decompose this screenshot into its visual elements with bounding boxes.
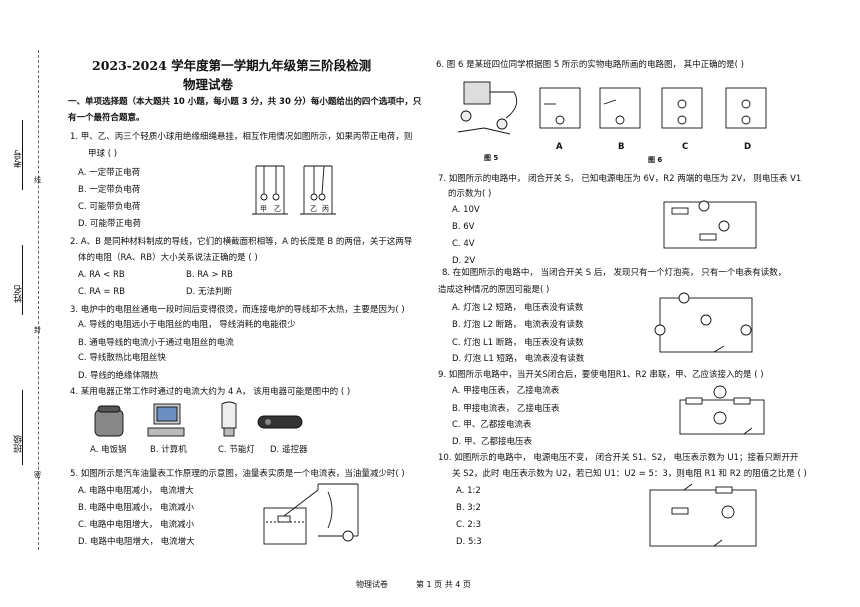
q8-stem1: 8. 在如图所示的电路中， 当闭合开关 S 后， 发现只有一个灯泡亮， 只有一个… xyxy=(442,268,787,278)
margin-kaohao: 考号 xyxy=(14,150,24,168)
q6-circuit-b xyxy=(599,87,641,129)
q7-stem1: 7. 如图所示的电路中， 闭合开关 S， 已知电源电压为 6V，R2 两端的电压… xyxy=(438,174,802,184)
q8-option-c: C. 灯泡 L1 断路， 电压表没有读数 xyxy=(452,338,584,348)
q6-label-d: D xyxy=(744,142,752,152)
page-subtitle: 物理试卷 xyxy=(183,77,234,92)
q2-option-c: C. RA = RB xyxy=(78,287,125,297)
q1-label-yi2: 乙 xyxy=(310,205,317,213)
q9-circuit-figure xyxy=(679,385,765,435)
q8-option-d: D. 灯泡 L1 短路， 电流表没有读数 xyxy=(452,354,585,364)
q1-label-jia: 甲 xyxy=(260,205,267,213)
q3-stem: 3. 电炉中的电阻丝通电一段时间后变得很烫，而连接电炉的导线却不太热，主要是因为… xyxy=(70,305,405,315)
q8-option-b: B. 灯泡 L2 断路， 电流表没有读数 xyxy=(452,320,584,330)
energy-saving-lamp-image xyxy=(221,401,237,437)
q3-option-b: B. 通电导线的电流小于通过电阻丝的电流 xyxy=(78,338,234,348)
q10-option-b: B. 3:2 xyxy=(456,503,481,513)
q3-option-a: A. 导线的电阻远小于电阻丝的电阻， 导线消耗的电能很少 xyxy=(78,320,296,330)
q4-option-b: B. 计算机 xyxy=(150,445,187,455)
q8-circuit-figure xyxy=(654,292,753,353)
q2-option-b: B. RA > RB xyxy=(186,270,233,280)
q9-option-a: A. 甲接电压表， 乙接电流表 xyxy=(452,386,560,396)
q10-stem2: 关 S2，此时 电压表示数为 U2，若已知 U1：U2 = 5：3，则电阻 R1… xyxy=(452,469,807,479)
q2-stem1: 2. A、B 是同种材料制成的导线，它们的横截面积相等，A 的长度是 B 的两倍… xyxy=(70,237,413,247)
margin-xingming: 姓名 xyxy=(14,285,24,303)
q7-option-c: C. 4V xyxy=(452,239,475,249)
q6-fig6-caption: 图 6 xyxy=(648,156,663,164)
q1-label-bing: 丙 xyxy=(322,205,329,213)
q8-stem2: 造成这种情况的原因可能是( ) xyxy=(438,285,550,295)
q6-circuit-a xyxy=(539,87,581,129)
q1-option-d: D. 可能带正电荷 xyxy=(78,219,141,229)
q7-option-b: B. 6V xyxy=(452,222,475,232)
q10-option-c: C. 2:3 xyxy=(456,520,482,530)
margin-feng: 封 xyxy=(34,326,41,334)
q2-option-a: A. RA < RB xyxy=(78,270,125,280)
section1-line2: 有一个最符合题意。 xyxy=(68,113,145,123)
q6-stem: 6. 图 6 是某班四位同学根据图 5 所示的实物电路所画的电路图， 其中正确的… xyxy=(436,60,744,70)
q3-option-d: D. 导线的绝缘体隔热 xyxy=(78,371,158,381)
q5-option-d: D. 电路中电阻增大， 电流增大 xyxy=(78,537,195,547)
q4-option-d: D. 遥控器 xyxy=(270,445,308,455)
margin-blank-line xyxy=(22,245,23,315)
q7-circuit-figure xyxy=(663,200,757,249)
q1-option-c: C. 可能带负电荷 xyxy=(78,202,141,212)
q4-stem: 4. 某用电器正常工作时通过的电流大约为 4 A， 该用电器可能是图中的 ( ) xyxy=(70,387,351,397)
footer-page-number: 第 1 页 共 4 页 xyxy=(416,580,471,589)
q7-option-a: A. 10V xyxy=(452,205,480,215)
q1-stem2: 甲球 ( ) xyxy=(88,149,118,159)
q5-stem: 5. 如图所示是汽车油量表工作原理的示意图，油量表实质是一个电流表，当油量减少时… xyxy=(70,469,405,479)
q2-stem2: 体的电阻（RA、RB）大小关系说法正确的是 ( ) xyxy=(78,253,258,263)
q10-circuit-figure xyxy=(649,483,757,547)
q10-option-a: A. 1:2 xyxy=(456,486,481,496)
q7-option-d: D. 2V xyxy=(452,256,476,266)
q9-option-c: C. 甲、乙都接电流表 xyxy=(452,420,532,430)
q1-pendulum-figure xyxy=(252,165,336,215)
q6-label-c: C xyxy=(682,142,689,152)
q5-fuel-gauge-figure xyxy=(263,483,359,545)
remote-control-image xyxy=(257,415,303,429)
q2-option-d: D. 无法判断 xyxy=(186,287,232,297)
q4-option-c: C. 节能灯 xyxy=(218,445,255,455)
margin-blank-line xyxy=(22,120,23,190)
footer-subject: 物理试卷 xyxy=(356,580,388,589)
margin-xian: 线 xyxy=(34,176,41,184)
q9-stem: 9. 如图所示电路中，当开关S闭合后，要使电阻R1、R2 串联，甲、乙应该接入的… xyxy=(438,370,764,380)
margin-mi: 密 xyxy=(34,471,41,479)
q9-option-d: D. 甲、乙都接电压表 xyxy=(452,437,532,447)
computer-image xyxy=(147,403,185,437)
q8-option-a: A. 灯泡 L2 短路， 电压表没有读数 xyxy=(452,303,584,313)
q1-stem1: 1. 甲、乙、丙三个轻质小球用绝缘细绳悬挂，相互作用情况如图所示，如果丙带正电荷… xyxy=(70,132,413,142)
q3-option-c: C. 导线散热比电阻丝快 xyxy=(78,353,166,363)
q4-option-a: A. 电饭锅 xyxy=(90,445,127,455)
q5-option-a: A. 电路中电阻减小， 电流增大 xyxy=(78,486,194,496)
rice-cooker-image xyxy=(94,405,124,437)
q10-option-d: D. 5:3 xyxy=(456,537,482,547)
q1-label-yi: 乙 xyxy=(274,205,281,213)
q5-option-b: B. 电路中电阻减小， 电流减小 xyxy=(78,503,194,513)
q6-circuit-d xyxy=(725,87,767,129)
q7-stem2: 的示数为( ) xyxy=(448,189,492,199)
q6-fig5-caption: 图 5 xyxy=(484,154,499,162)
q5-option-c: C. 电路中电阻增大， 电流减小 xyxy=(78,520,195,530)
q1-option-b: B. 一定带负电荷 xyxy=(78,185,141,195)
q6-fig5-circuit xyxy=(457,81,518,135)
section1-line1: 一、单项选择题（本大题共 10 小题，每小题 3 分，共 30 分）每小题给出的… xyxy=(68,97,422,107)
binding-dashed-line xyxy=(38,50,39,550)
margin-blank-line xyxy=(22,390,23,465)
q6-label-b: B xyxy=(618,142,625,152)
q10-stem1: 10. 如图所示的电路中， 电源电压不变， 闭合开关 S1、S2， 电压表示数为… xyxy=(438,453,799,463)
margin-banji: 班级 xyxy=(14,435,24,453)
q1-option-a: A. 一定带正电荷 xyxy=(78,168,141,178)
q6-circuit-c xyxy=(661,87,703,129)
page-title: 2023-2024 学年度第一学期九年级第三阶段检测 xyxy=(92,58,372,73)
q9-option-b: B. 甲接电流表， 乙接电压表 xyxy=(452,404,560,414)
q6-label-a: A xyxy=(556,142,563,152)
